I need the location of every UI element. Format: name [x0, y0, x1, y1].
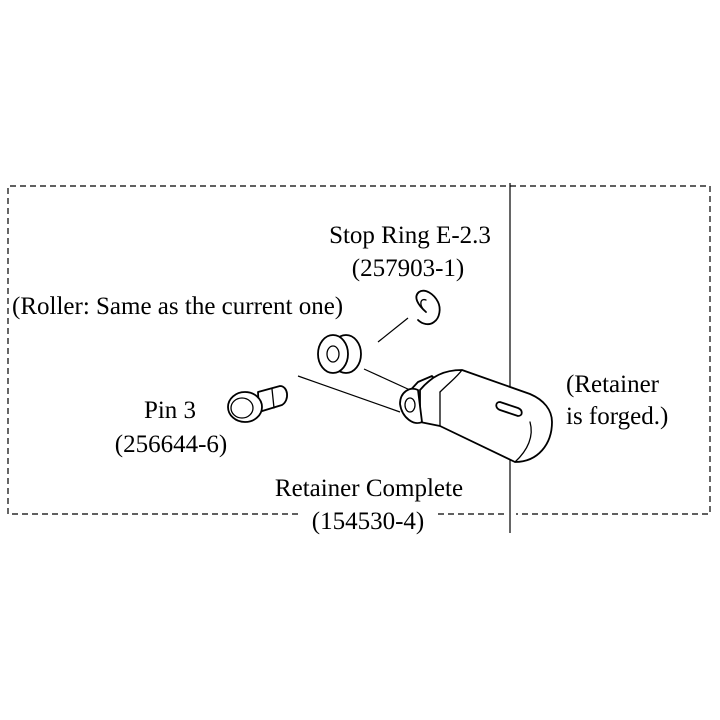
retainer-note-line2: is forged.) [566, 403, 668, 430]
retainer [399, 369, 553, 463]
assembly-part-number: (154530-4) [312, 508, 424, 535]
assembly-boundary [7, 185, 711, 515]
pin-part-number: (256644-6) [115, 431, 227, 458]
roller-note: (Roller: Same as the current one) [12, 293, 343, 320]
pin-name: Pin 3 [144, 397, 196, 424]
stop-ring-name: Stop Ring E-2.3 [329, 222, 491, 249]
stop-ring-part-number: (257903-1) [352, 255, 464, 282]
pin-3 [227, 385, 288, 423]
leader-lines [297, 317, 411, 413]
stop-ring-e-clip [415, 289, 441, 326]
roller [317, 334, 362, 374]
retainer-note-line1: (Retainer [566, 371, 660, 398]
assembly-name: Retainer Complete [275, 475, 463, 502]
